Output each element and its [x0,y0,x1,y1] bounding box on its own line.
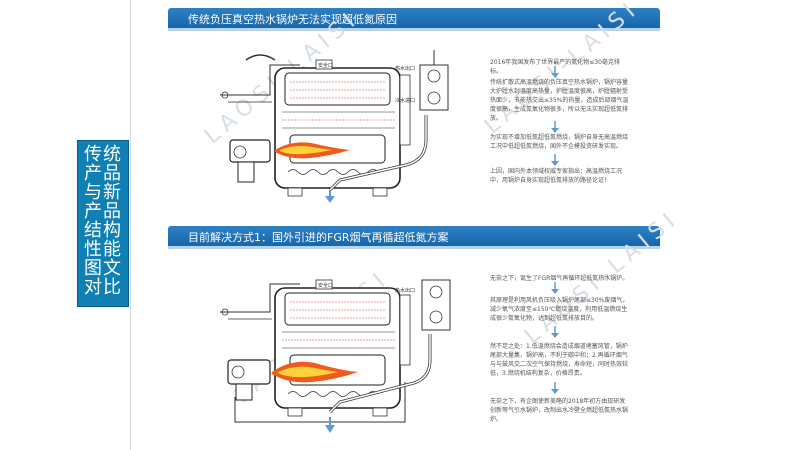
section1-note-4: 上因，国内外本领域权威专家指出：高温燃烧工况中，用锅炉自身实现超低氮排放的路径论… [490,168,623,184]
section1-note-1: 2016年我国发布了世界最严的氮化物≤30毫克排标。 [490,59,620,75]
safety-port-label-1: 安全口 [318,62,333,69]
section2-title: 目前解决方式1：国外引进的FGR烟气再循超低氮方案 [188,231,449,244]
boiler-diagram-2: 安全口 热水出口 [220,279,451,433]
section1-title: 传统负压真空热水锅炉无法实现超低氮原因 [188,13,397,26]
outlet-label-1: 热水出口 [395,65,415,72]
section1-flow-arrows [551,66,559,166]
side-title: 传统产品与新产品结构性能图文对比 [84,144,122,298]
section2-note-2: 其原理是利用风机负压吸入锅炉尾部≤30%废烟气，减少氧气浓度至≤150℃燃烧温度… [490,297,629,322]
section2-band-shadow [168,246,660,249]
section2-note-4: 无奈之下，有企图使新美略的2018年初方由现研发创新等气引水锅炉，改制出水冷壁全… [490,398,629,423]
boiler-diagram-1: 安全口 热水出口 冷水进口 [220,50,449,203]
section2-title-bar: 目前解决方式1：国外引进的FGR烟气再循超低氮方案 [168,226,660,246]
outlet-label-2: 热水出口 [395,287,415,294]
section1-band-shadow [168,28,660,31]
section2-note-3: 然不足之处：1.低温燃烧会造成烟道堵塞风管，锅炉尾部大量集，锅炉高，不利于碳中和… [490,343,629,377]
section1-note-2: 传统扩散式高温燃烧的负压真空热水锅炉，锅炉容量大炉膛水封温度高热量，炉膛温度很高… [490,79,629,122]
inlet-label-1: 冷水进口 [395,97,415,104]
section2-flow-arrows [551,282,559,394]
vertical-divider [130,0,131,450]
section2-note-1: 无奈之下，诞生了FGR烟气再循环超低氮热水锅炉。 [490,275,629,282]
side-title-box: 传统产品与新产品结构性能图文对比 [77,140,129,307]
section1-note-3: 为实现不增加低氮超低氮燃烧，锅炉自身无高温燃烧工况中低超低氮燃烧，国外不企模投资… [490,134,629,150]
safety-port-label-2: 安全口 [318,282,333,289]
section1-title-bar: 传统负压真空热水锅炉无法实现超低氮原因 [168,8,660,28]
